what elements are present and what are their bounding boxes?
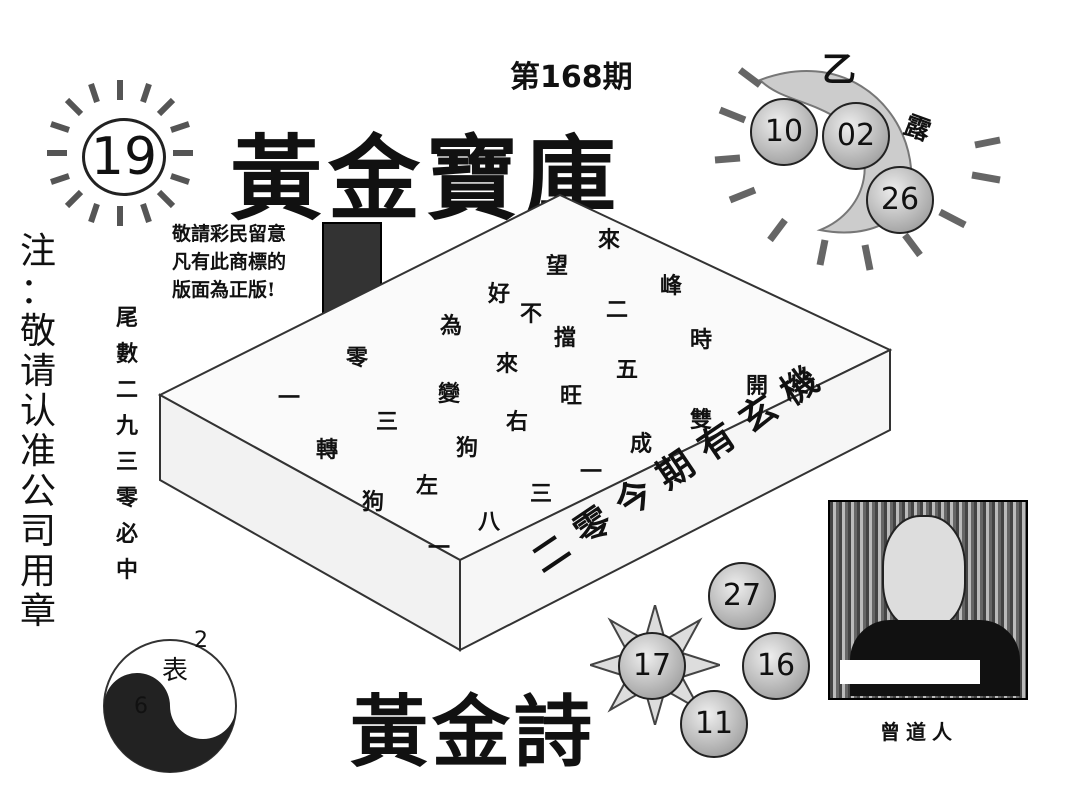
number-ball: 27: [708, 562, 776, 630]
board-char: 一: [428, 535, 451, 561]
board-char: 好: [488, 281, 511, 307]
board-char: 三: [530, 481, 553, 507]
poem-title: 黃金詩: [350, 687, 597, 778]
number-ball: 11: [680, 690, 748, 758]
tail-char: 三: [115, 449, 138, 475]
tail-char: 二: [115, 377, 138, 403]
number-ball: 16: [742, 632, 810, 700]
side-note-char: 注: [19, 231, 56, 272]
side-note-char: 敬: [19, 311, 56, 352]
board-char: 五: [616, 357, 639, 383]
issue-number: 第168期: [510, 60, 633, 95]
notice-line: 凡有此商標的: [172, 251, 287, 273]
board-char: 成: [630, 431, 653, 457]
sun-icon: [47, 80, 193, 226]
board-char: 左: [416, 473, 439, 499]
board-char: 轉: [316, 437, 339, 463]
tail-char: 數: [115, 341, 138, 367]
side-note: 注 ： 敬 请 认 准 公 司 用 章: [18, 232, 58, 632]
side-note-char: 认: [19, 391, 56, 432]
board-char: 零: [346, 345, 369, 371]
board-char: 擋: [554, 325, 577, 351]
board-char: 來: [598, 227, 621, 253]
tail-number-text: 尾 數 二 九 三 零 必 中: [112, 300, 142, 588]
side-note-char: 请: [19, 351, 56, 392]
board-char: 望: [546, 253, 569, 279]
board-char: 來: [496, 351, 519, 377]
board-char: 二: [606, 297, 629, 323]
board-char: 三: [376, 409, 399, 435]
board-char: 一: [580, 459, 603, 485]
side-note-char: 准: [19, 431, 56, 472]
authenticity-notice: 敬請彩民留意 凡有此商標的 版面為正版!: [172, 220, 312, 304]
board-char: 狗: [362, 489, 385, 515]
tail-char: 零: [115, 485, 138, 511]
board-char: 不: [520, 301, 543, 327]
board-char: 旺: [560, 383, 583, 409]
board-char: 八: [478, 509, 501, 535]
tail-char: 尾: [115, 305, 138, 331]
board-char: 變: [438, 381, 461, 407]
number-ball: 17: [618, 632, 686, 700]
side-note-char: 章: [19, 591, 56, 632]
yinyang-icon: [103, 639, 237, 773]
portrait-face: [882, 515, 966, 629]
sun-number: 19: [82, 118, 166, 196]
redaction-bar: [840, 660, 980, 684]
tail-char: 中: [115, 557, 138, 583]
board-char: 時: [690, 327, 713, 353]
side-note-char: 公: [19, 471, 56, 512]
yinyang-number: 6: [134, 694, 148, 719]
portrait-body: [850, 620, 1020, 696]
portrait-caption: 曾道人: [880, 720, 958, 744]
board-char: 右: [506, 409, 529, 435]
number-ball: 26: [866, 166, 934, 234]
side-note-char: 用: [19, 551, 56, 592]
notice-line: 敬請彩民留意: [172, 223, 287, 245]
board-char: 為: [440, 313, 463, 339]
board-char: 狗: [456, 435, 479, 461]
board-char: 峰: [660, 273, 683, 299]
notice-line: 版面為正版!: [172, 279, 276, 301]
number-ball: 02: [822, 102, 890, 170]
yinyang-char: 表: [162, 656, 189, 686]
board-char: 一: [278, 385, 301, 411]
tail-char: 九: [115, 413, 138, 439]
board-char: 開: [746, 373, 769, 399]
number-ball: 10: [750, 98, 818, 166]
moon-label: 乙: [822, 50, 856, 90]
side-note-char: 司: [19, 511, 56, 552]
side-note-char: ：: [19, 271, 56, 312]
yinyang-number: 2: [194, 628, 208, 653]
tail-char: 必: [115, 521, 138, 547]
board-char: 雙: [690, 407, 713, 433]
